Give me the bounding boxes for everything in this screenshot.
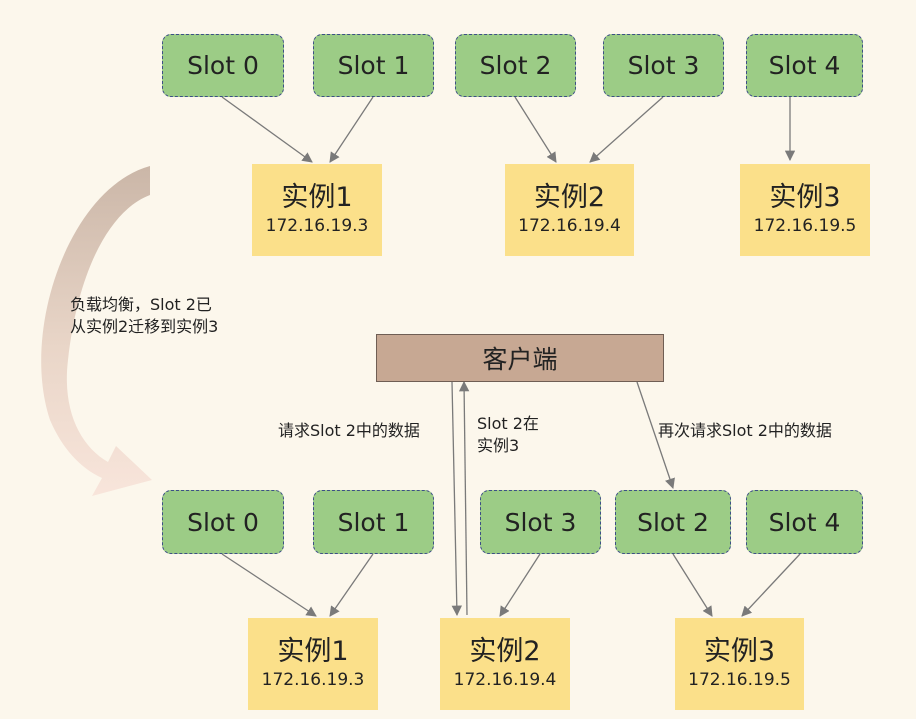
top-slot-2: Slot 2 xyxy=(455,34,576,97)
instance-ip: 172.16.19.3 xyxy=(261,670,365,690)
instance-ip: 172.16.19.5 xyxy=(688,670,791,690)
arrow-slot0-inst1-bottom xyxy=(221,553,317,617)
instance-ip: 172.16.19.3 xyxy=(265,216,369,236)
migration-note-line1: 负载均衡，Slot 2已 xyxy=(70,295,212,314)
top-instance-3: 实例3 172.16.19.5 xyxy=(740,164,870,256)
instance-name: 实例3 xyxy=(769,182,841,213)
arrow-retry-to-inst3 xyxy=(636,381,675,489)
arrow-slot3-inst2-bottom xyxy=(499,553,541,617)
instance-name: 实例2 xyxy=(469,636,541,667)
bottom-slot-1: Slot 1 xyxy=(313,490,434,554)
arrow-slot1-inst1-top xyxy=(329,96,374,163)
top-slot-1: Slot 1 xyxy=(313,34,434,97)
bottom-slot-2: Slot 2 xyxy=(615,490,731,554)
migration-curve-arrow xyxy=(41,166,152,496)
instance-ip: 172.16.19.5 xyxy=(753,216,857,236)
bottom-instance-3: 实例3 172.16.19.5 xyxy=(675,618,804,710)
bottom-slot-3: Slot 3 xyxy=(480,490,601,554)
instance-name: 实例2 xyxy=(533,182,606,213)
instance-ip: 172.16.19.4 xyxy=(453,670,557,690)
arrow-slot1-inst1-bottom xyxy=(329,553,374,617)
arrow-slot0-inst1-top xyxy=(221,96,313,163)
top-slot-4: Slot 4 xyxy=(746,34,863,97)
instance-name: 实例1 xyxy=(281,182,353,213)
instance-name: 实例3 xyxy=(703,636,776,667)
top-instance-2: 实例2 172.16.19.4 xyxy=(505,164,634,256)
client-box: 客户端 xyxy=(376,334,664,382)
bottom-slot-4: Slot 4 xyxy=(746,490,863,554)
arrow-request-to-inst2 xyxy=(451,381,462,617)
instance-ip: 172.16.19.4 xyxy=(518,216,621,236)
reply-label: Slot 2在 实例3 xyxy=(477,413,539,457)
reply-label-line1: Slot 2在 xyxy=(477,414,539,433)
top-slot-3: Slot 3 xyxy=(603,34,724,97)
arrow-slot3-inst2-top xyxy=(589,96,664,163)
arrow-slot2-inst3-bottom xyxy=(672,553,713,617)
top-slot-0: Slot 0 xyxy=(162,34,284,97)
arrow-reply-to-client xyxy=(458,380,470,616)
reply-label-line2: 实例3 xyxy=(477,436,520,455)
migration-note: 负载均衡，Slot 2已 从实例2迁移到实例3 xyxy=(70,294,218,338)
arrow-slot4-inst3-bottom xyxy=(741,553,801,617)
retry-label: 再次请求Slot 2中的数据 xyxy=(658,421,832,440)
request-label: 请求Slot 2中的数据 xyxy=(278,421,420,440)
bottom-instance-1: 实例1 172.16.19.3 xyxy=(248,618,378,710)
migration-note-line2: 从实例2迁移到实例3 xyxy=(70,317,219,336)
bottom-slot-0: Slot 0 xyxy=(162,490,284,554)
instance-name: 实例1 xyxy=(277,636,349,667)
bottom-instance-2: 实例2 172.16.19.4 xyxy=(440,618,570,710)
top-instance-1: 实例1 172.16.19.3 xyxy=(252,164,382,256)
arrow-slot2-inst2-top xyxy=(514,96,557,163)
